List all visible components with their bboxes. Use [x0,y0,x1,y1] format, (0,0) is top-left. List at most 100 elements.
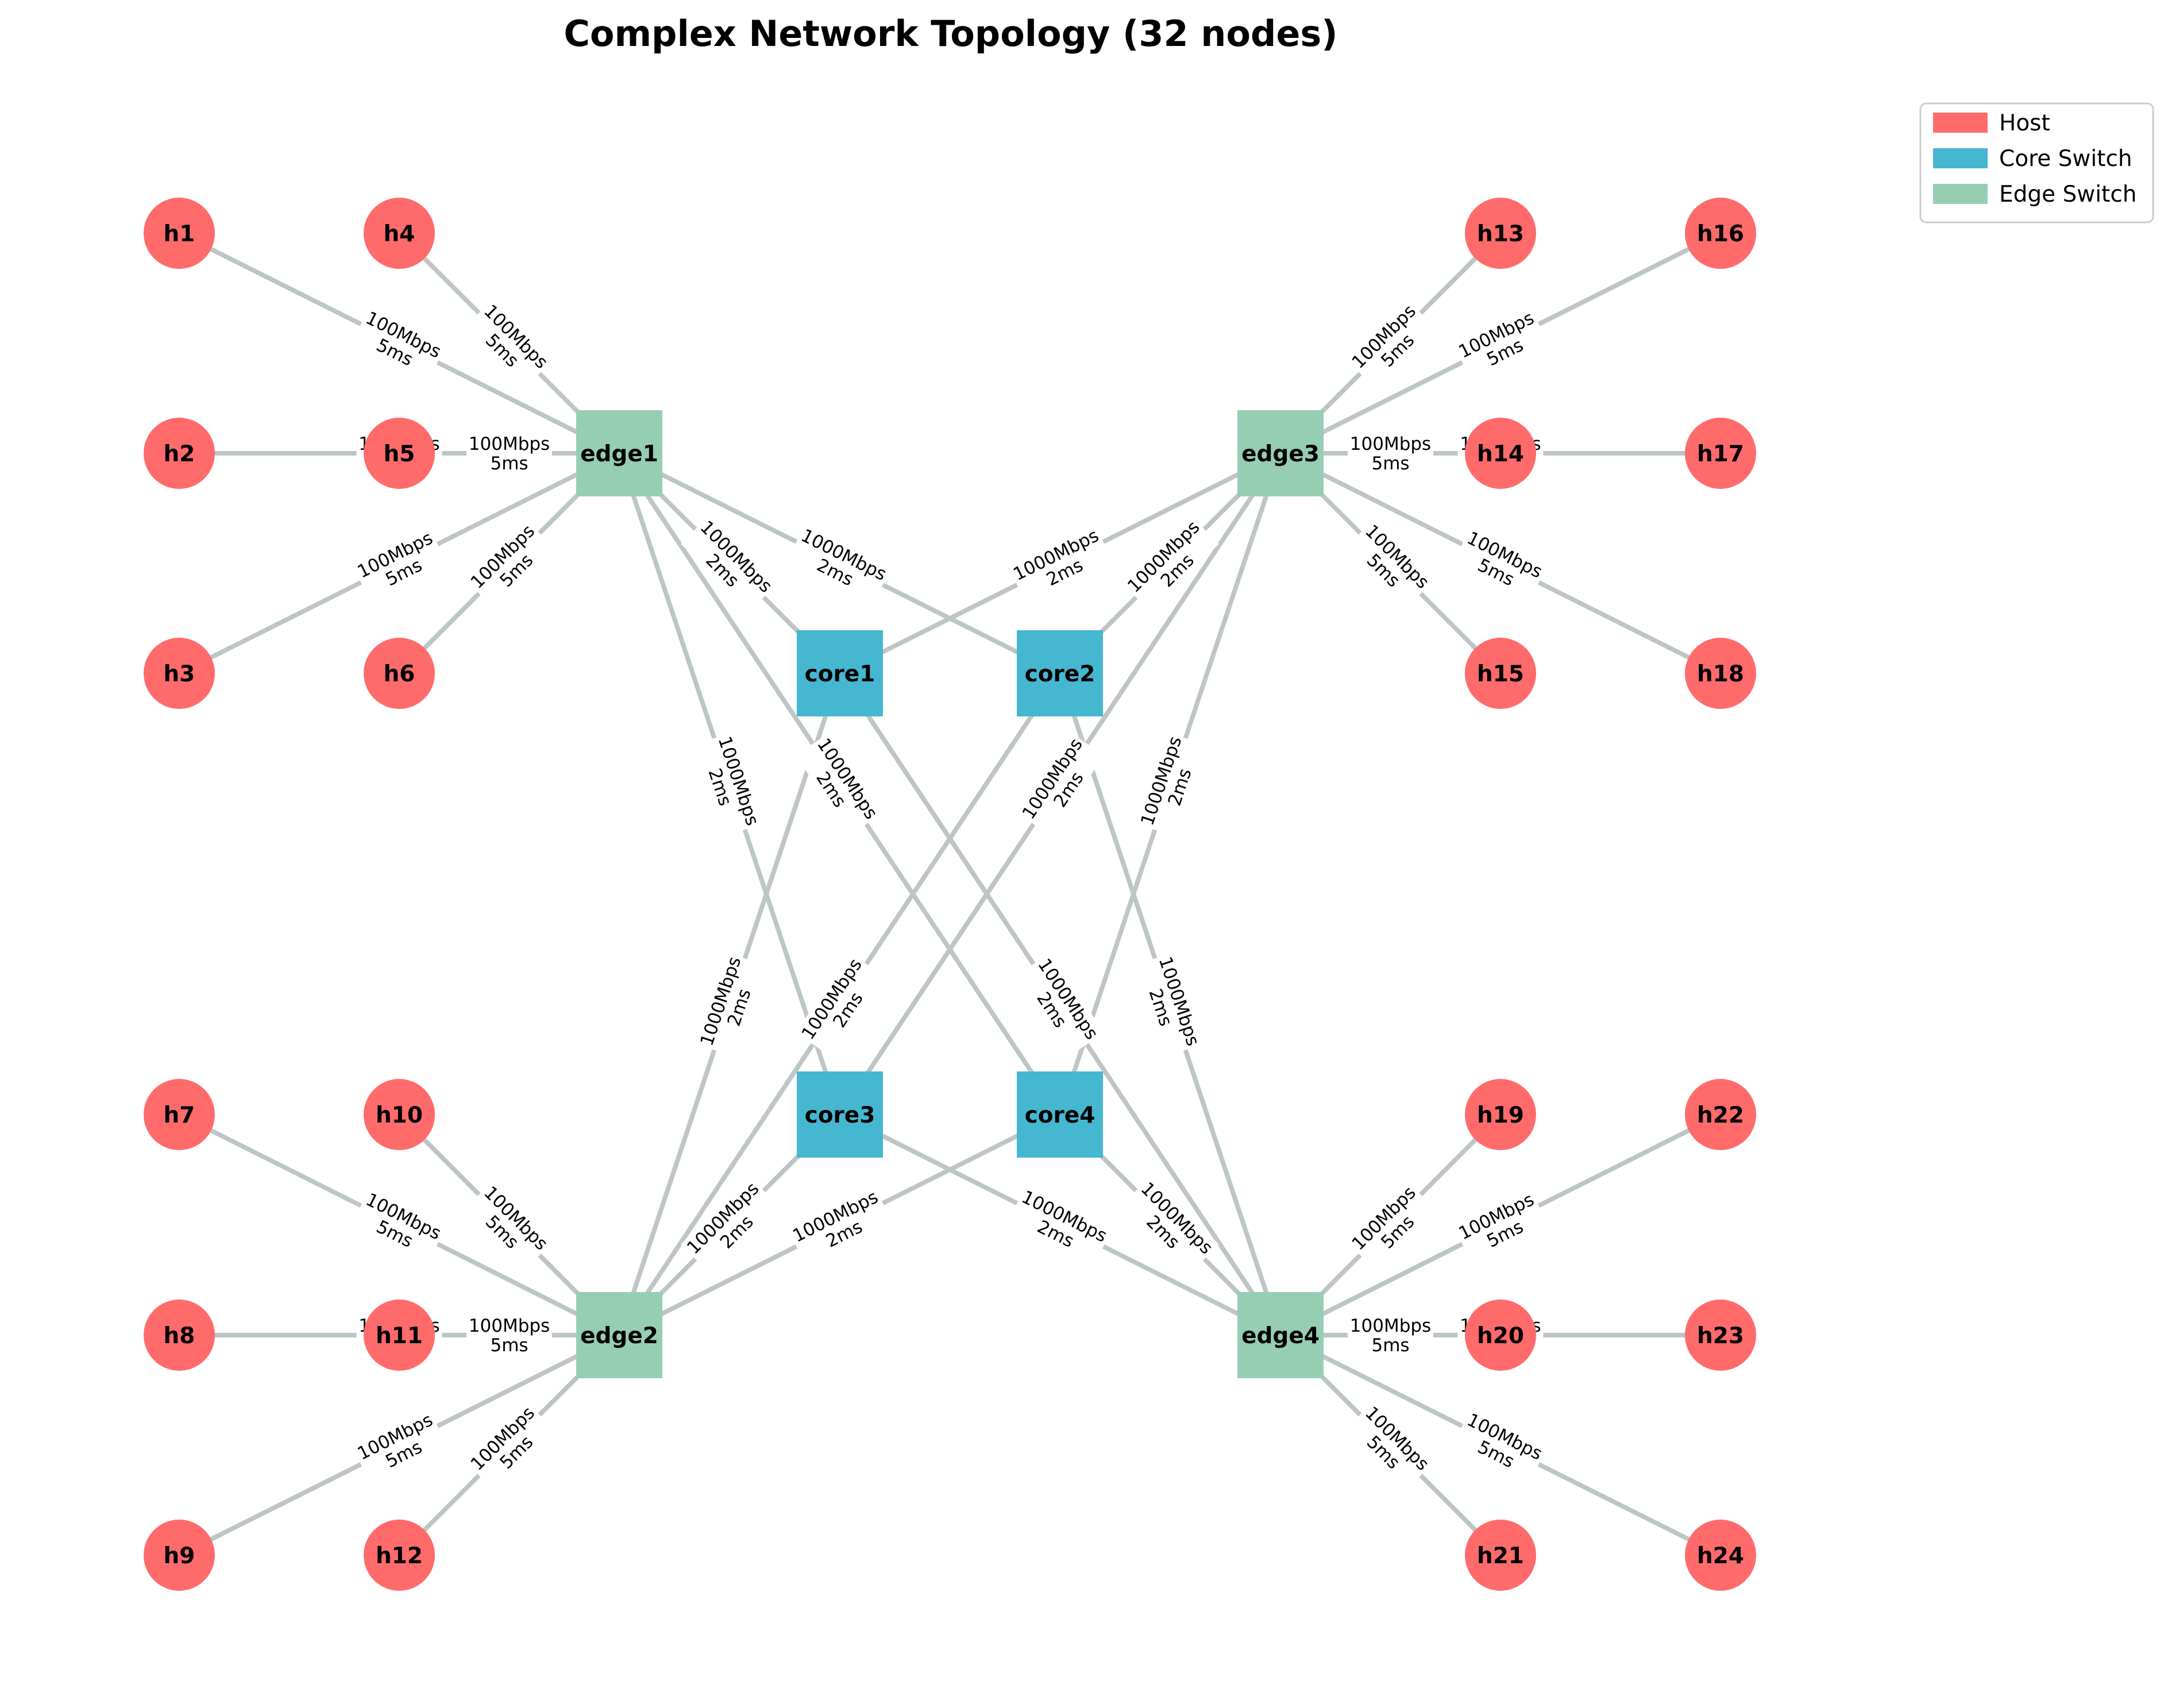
link-label-background [464,1400,554,1490]
node-label: core2 [1025,661,1095,687]
core-node-core2: core2 [1017,630,1103,716]
node-label: h23 [1697,1323,1744,1349]
edge-switch-square [1237,1292,1324,1378]
node-label: h24 [1697,1543,1744,1569]
link-label-background [795,732,884,836]
node-label: edge1 [580,441,658,467]
node-label: h21 [1477,1543,1524,1569]
link-label-background [1008,523,1113,604]
legend-swatch [1933,148,1988,168]
link-label-background [464,518,554,608]
node-label: core1 [805,661,875,687]
host-circle [1685,198,1756,269]
node-label: h1 [164,221,195,247]
link-label-background [1348,1314,1433,1356]
diagram-title: Complex Network Topology (32 nodes) [564,13,1337,55]
host-node-h14: h14 [1465,418,1536,489]
node-label: edge4 [1241,1323,1320,1349]
node-label: h18 [1697,661,1744,687]
nodes-layer: h1h2h3h4h5h6h7h8h9h10h11h12h13h14h15h16h… [144,198,1756,1591]
host-node-h23: h23 [1685,1300,1756,1371]
host-circle [1685,418,1756,489]
core-switch-square [1017,1071,1103,1158]
host-circle [144,1520,215,1591]
link-label-background [466,433,552,474]
node-label: h16 [1697,221,1744,247]
host-circle [364,1079,435,1150]
link-label-background [1453,305,1548,381]
core-node-core1: core1 [797,630,883,716]
node-label: h19 [1477,1102,1524,1128]
link-label-background [681,514,778,612]
host-node-h4: h4 [364,198,435,269]
link-label-background [1453,1407,1548,1483]
link-label-background [352,305,447,381]
host-node-h9: h9 [144,1520,215,1591]
host-node-h16: h16 [1685,198,1756,269]
host-circle [364,1300,435,1371]
link-label-background [464,1179,554,1270]
node-label: h15 [1477,661,1524,687]
link-label-background [695,951,765,1057]
link-delay-label: 5ms [490,1335,528,1356]
link-label-background [1008,1185,1113,1265]
host-node-h6: h6 [364,638,435,709]
node-label: h14 [1477,441,1524,467]
host-node-h3: h3 [144,638,215,709]
node-label: h11 [376,1323,423,1349]
host-circle [1465,198,1536,269]
link-label-background [1121,1176,1219,1274]
host-circle [1465,1520,1536,1591]
link-label-background [1345,1179,1436,1270]
link-label-background [695,731,765,836]
link-label-background [1345,1400,1436,1490]
node-label: h8 [164,1323,195,1349]
link-label-background [1345,298,1436,388]
link-label-background [466,1314,552,1356]
node-label: h13 [1477,221,1524,247]
link-label-background [1121,514,1219,612]
host-node-h2: h2 [144,418,215,489]
host-node-h17: h17 [1685,418,1756,489]
host-circle [144,1079,215,1150]
core-switch-square [797,1071,883,1158]
link-label-background [1016,953,1105,1056]
host-node-h15: h15 [1465,638,1536,709]
link-bandwidth-label: 100Mbps [469,1316,550,1336]
host-node-h22: h22 [1685,1079,1756,1150]
link-label-background [1345,518,1436,608]
link-bandwidth-label: 100Mbps [1350,1316,1431,1336]
legend-entry: Host [1933,110,2050,136]
host-circle [1465,418,1536,489]
node-label: h9 [164,1543,195,1569]
node-label: h12 [376,1543,423,1569]
host-node-h20: h20 [1465,1300,1536,1371]
link-label-background [681,1176,778,1274]
link-label-background [352,1187,447,1263]
link-delay-label: 5ms [1371,453,1409,474]
legend-swatch [1933,113,1988,133]
node-label: h4 [384,221,415,247]
host-node-h5: h5 [364,418,435,489]
legend-label: Core Switch [1999,146,2132,172]
legend-entry: Edge Switch [1933,182,2136,207]
host-circle [364,198,435,269]
host-node-h8: h8 [144,1300,215,1371]
link-label-background [464,298,554,388]
link-label-background [352,525,447,602]
host-node-h11: h11 [364,1300,435,1371]
host-node-h19: h19 [1465,1079,1536,1150]
link-label-background [1135,951,1205,1057]
host-circle [364,638,435,709]
node-label: core3 [805,1102,875,1128]
host-node-h1: h1 [144,198,215,269]
link-label-background [1135,731,1205,836]
node-label: h7 [164,1102,195,1128]
host-node-h13: h13 [1465,198,1536,269]
node-label: edge3 [1241,441,1320,467]
host-circle [1685,638,1756,709]
node-label: h17 [1697,441,1744,467]
